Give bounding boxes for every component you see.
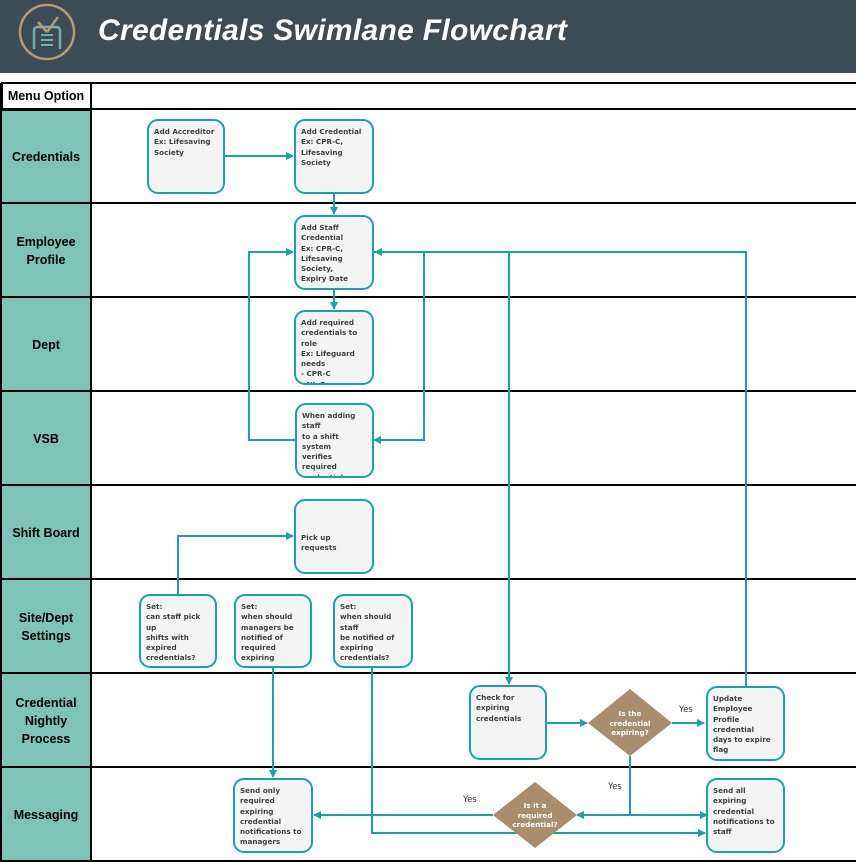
- box-update-employee-profile: Update Employee Profile credential days …: [706, 686, 785, 761]
- edge-label-yes-messaging: Yes: [608, 782, 622, 792]
- box-set-managers-notified: Set: when should managers be notified of…: [234, 594, 312, 668]
- lane-messaging: Messaging: [13, 807, 79, 822]
- arrow-pickup-setting-to-shift-board: [177, 532, 294, 597]
- lane-shift-board: Shift Board: [12, 525, 80, 540]
- box-set-pickup-expired: Set: can staff pick up shifts with expir…: [139, 594, 217, 668]
- arrow-update-to-staff-credential: [374, 248, 747, 687]
- box-send-required-managers: Send only required expiring credential n…: [233, 778, 313, 853]
- arrow-staff-setting-to-messaging: [371, 667, 706, 837]
- page-title: Credentials Swimlane Flowchart: [98, 14, 568, 47]
- lane-credential-nightly-process: Credential Nightly Process: [15, 695, 77, 746]
- arrow-decision-to-send-all: [629, 756, 708, 819]
- box-add-required-credentials: Add required credentials to role Ex: Lif…: [294, 310, 374, 385]
- decision-is-required: [493, 782, 577, 848]
- box-add-accreditor: Add Accreditor Ex: Lifesaving Society: [147, 119, 225, 194]
- menu-option-header: Menu Option: [7, 89, 85, 103]
- box-set-staff-notified: Set: when should staff be notified of ex…: [333, 594, 413, 668]
- box-pick-up-requests: Pick up requests: [294, 499, 374, 574]
- clipboard-clock-icon: [18, 3, 76, 61]
- arrow-staff-credential-to-vsb: [372, 251, 425, 444]
- lane-dept: Dept: [32, 337, 60, 352]
- edge-label-yes-update: Yes: [679, 705, 693, 715]
- decision-is-expiring-label: Is the credential expiring?: [609, 709, 651, 737]
- decision-is-expiring: [588, 689, 672, 756]
- box-vsb-verify: When adding staff to a shift system veri…: [295, 403, 374, 478]
- header-bar: Credentials Swimlane Flowchart: [0, 0, 856, 73]
- decision-is-required-label: Is it a required credential?: [512, 801, 558, 829]
- box-add-credential: Add Credential Ex: CPR-C, Lifesaving Soc…: [294, 119, 374, 194]
- lane-site-dept-settings: Site/Dept Settings: [18, 610, 74, 643]
- box-add-staff-credential: Add Staff Credential Ex: CPR-C, Lifesavi…: [294, 215, 374, 290]
- box-check-expiring: Check for expiring credentials: [469, 685, 547, 760]
- arrow-vsb-to-staff-credential: [248, 248, 296, 441]
- lane-employee-profile: Employee Profile: [16, 234, 76, 267]
- lane-vsb: VSB: [33, 431, 59, 446]
- menu-header-cell: [1, 82, 92, 111]
- lane-credentials: Credentials: [11, 149, 81, 164]
- edge-label-yes-required: Yes: [463, 795, 477, 805]
- box-send-all-staff: Send all expiring credential notificatio…: [706, 778, 785, 853]
